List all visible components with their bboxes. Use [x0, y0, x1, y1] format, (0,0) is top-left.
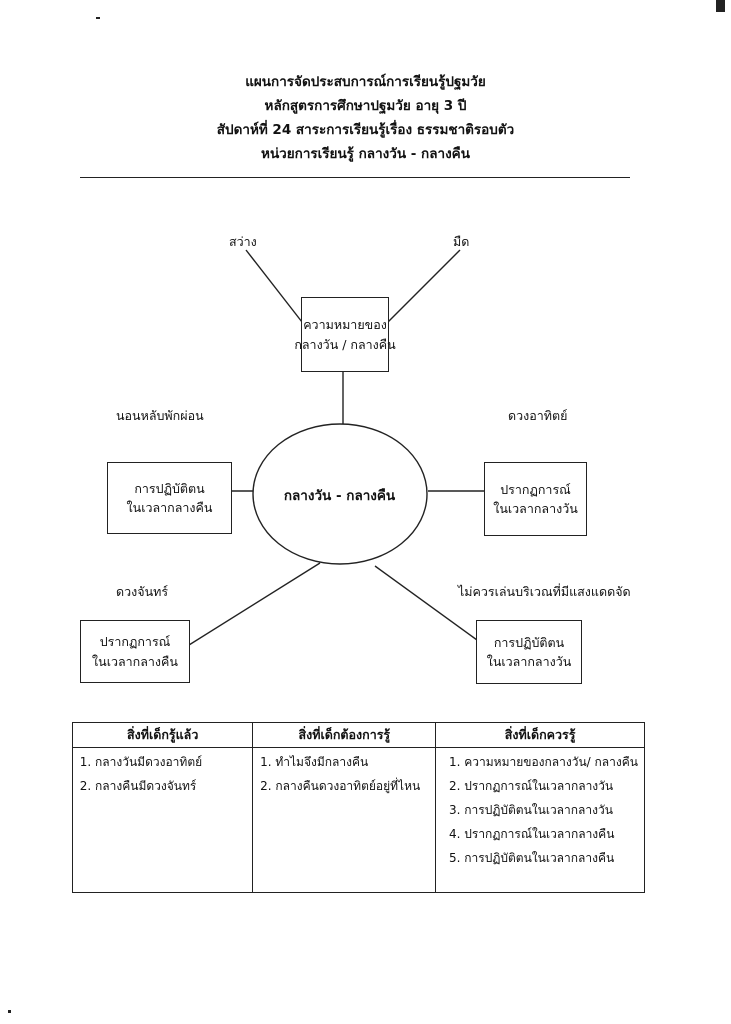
knowledge-table: สิ่งที่เด็กรู้แล้ว สิ่งที่เด็กต้องการรู้… [71, 722, 645, 893]
label-light: สว่าง [229, 234, 257, 249]
header-want-to-know: สิ่งที่เด็กต้องการรู้ [252, 722, 437, 748]
box-day-phenomenon-line1: ปรากฏการณ์ [500, 481, 571, 497]
box-day-practice: การปฏิบัติตน ในเวลากลางวัน [476, 620, 582, 684]
label-dark: มืด [453, 234, 470, 249]
header-divider [80, 177, 630, 178]
box-night-phenomenon: ปรากฏการณ์ ในเวลากลางคืน [80, 620, 190, 683]
connector-bottom-left [188, 562, 321, 646]
list-item: การปฏิบัติตนในเวลากลางคืน [464, 849, 638, 868]
plan-title: แผนการจัดประสบการณ์การเรียนรู้ปฐมวัย [245, 74, 486, 90]
list-item: ปรากฏการณ์ในเวลากลางวัน [464, 777, 638, 796]
scan-speck [96, 17, 100, 19]
box-day-practice-line1: การปฏิบัติตน [493, 634, 565, 650]
box-night-phenomenon-line2: ในเวลากลางคืน [92, 653, 178, 669]
box-meaning-line2: กลางวัน / กลางคืน [294, 336, 396, 352]
box-meaning: ความหมายของ กลางวัน / กลางคืน [294, 297, 396, 372]
connector-bottom-right [374, 565, 478, 641]
connector-light [245, 249, 303, 323]
label-rest: นอนหลับพักผ่อน [116, 408, 204, 423]
known-cell: กลางวันมีดวงอาทิตย์ กลางคืนมีดวงจันทร์ [71, 747, 254, 893]
list-item: กลางคืนมีดวงจันทร์ [95, 777, 246, 796]
list-item: กลางวันมีดวงอาทิตย์ [95, 753, 246, 772]
box-night-practice-line1: การปฏิบัติตน [134, 480, 205, 496]
box-meaning-line1: ความหมายของ [303, 317, 387, 333]
week-topic-line: สัปดาห์ที่ 24 สาระการเรียนรู้เรื่อง ธรรม… [216, 122, 515, 138]
box-day-phenomenon: ปรากฏการณ์ ในเวลากลางวัน [484, 462, 587, 536]
label-moon: ดวงจันทร์ [116, 584, 169, 599]
box-day-practice-line2: ในเวลากลางวัน [486, 654, 572, 669]
label-avoid-sun: ไม่ควรเล่นบริเวณที่มีแสงแดดจัด [458, 584, 631, 599]
connector-dark [387, 249, 461, 323]
should-know-cell: ความหมายของกลางวัน/ กลางคืน ปรากฏการณ์ใน… [435, 747, 645, 893]
list-item: การปฏิบัติตนในเวลากลางวัน [464, 801, 638, 820]
unit-line: หน่วยการเรียนรู้ กลางวัน - กลางคืน [261, 146, 470, 162]
list-item: กลางคืนดวงอาทิตย์อยู่ที่ไหน [275, 777, 429, 796]
want-to-know-cell: ทำไมจึงมีกลางคืน กลางคืนดวงอาทิตย์อยู่ที… [252, 747, 437, 893]
center-ellipse [252, 423, 428, 565]
header-should-know: สิ่งที่เด็กควรรู้ [435, 722, 645, 748]
scan-speck [8, 1010, 11, 1013]
center-topic: กลางวัน - กลางคืน [283, 487, 396, 504]
list-item: ทำไมจึงมีกลางคืน [275, 753, 429, 772]
header-known: สิ่งที่เด็กรู้แล้ว [71, 722, 254, 748]
box-night-phenomenon-line1: ปรากฏการณ์ [99, 634, 171, 650]
curriculum-line: หลักสูตรการศึกษาปฐมวัย อายุ 3 ปี [264, 98, 467, 114]
list-item: ปรากฏการณ์ในเวลากลางคืน [464, 825, 638, 844]
box-day-phenomenon-line2: ในเวลากลางวัน [493, 501, 578, 516]
scan-speck [716, 0, 725, 12]
box-night-practice: การปฏิบัติตน ในเวลากลางคืน [107, 462, 232, 534]
box-night-practice-line2: ในเวลากลางคืน [126, 500, 213, 515]
label-sun: ดวงอาทิตย์ [508, 408, 568, 423]
list-item: ความหมายของกลางวัน/ กลางคืน [464, 753, 638, 772]
